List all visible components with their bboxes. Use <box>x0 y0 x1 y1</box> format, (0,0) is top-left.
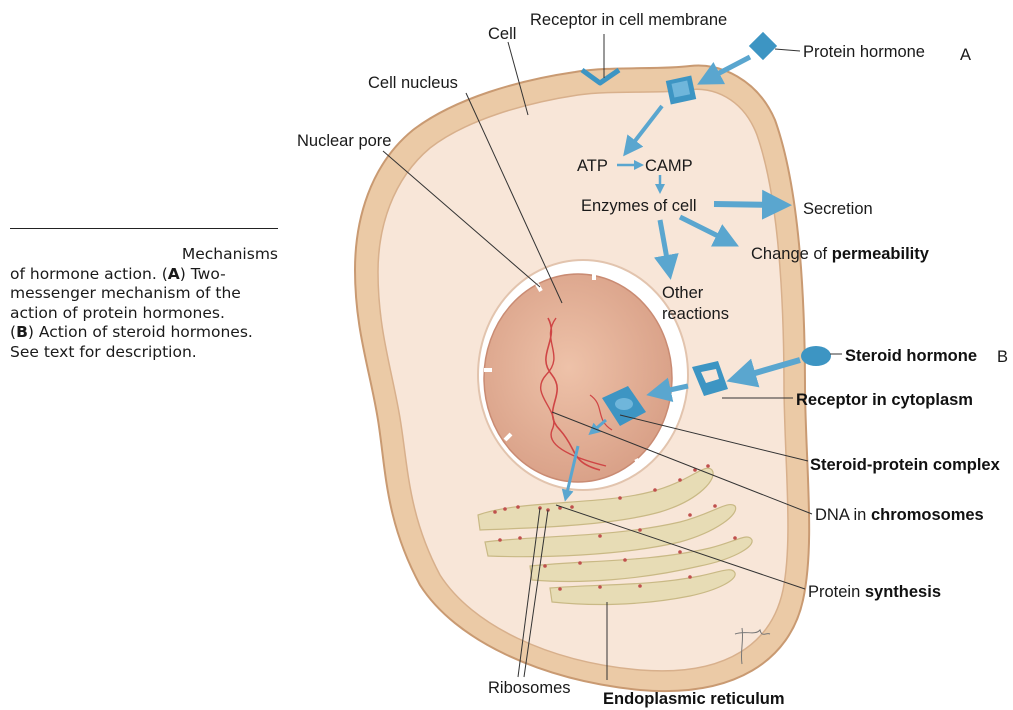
label-receptor-membrane: Receptor in cell membrane <box>530 11 727 29</box>
label-permeability: permeability <box>832 245 930 263</box>
label-steroid-hormone: Steroid hormone <box>845 347 977 365</box>
label-change-of: Change of <box>751 245 832 263</box>
label-reactions: reactions <box>662 305 729 323</box>
steroid-hormone-icon <box>801 346 831 366</box>
label-steroid-protein-complex: Steroid-protein complex <box>810 456 1001 474</box>
label-cell-nucleus: Cell nucleus <box>368 74 458 92</box>
label-synthesis: synthesis <box>865 583 941 601</box>
label-endoplasmic-reticulum: Endoplasmic reticulum <box>603 690 785 708</box>
label-protein: Protein <box>808 583 865 601</box>
label-ribosomes: Ribosomes <box>488 679 571 697</box>
leader-protein-hormone <box>775 49 800 51</box>
label-protein-synthesis: Protein synthesis <box>808 583 941 601</box>
label-secretion: Secretion <box>803 200 873 218</box>
label-other: Other <box>662 284 704 302</box>
label-protein-hormone: Protein hormone <box>803 43 925 61</box>
label-marker-b: B <box>997 348 1008 366</box>
protein-hormone-icon <box>749 32 777 60</box>
label-change-of-permeability: Change of permeability <box>751 245 930 263</box>
label-marker-a: A <box>960 46 971 64</box>
label-chromosomes: chromosomes <box>871 506 984 524</box>
label-camp: CAMP <box>645 157 693 175</box>
label-nuclear-pore: Nuclear pore <box>297 132 391 150</box>
label-dna-in-chromosomes: DNA in chromosomes <box>815 506 984 524</box>
label-enzymes: Enzymes of cell <box>581 197 697 215</box>
arrow-enzymes-to-secretion <box>714 204 780 205</box>
label-cell: Cell <box>488 25 516 43</box>
label-receptor-cytoplasm: Receptor in cytoplasm <box>796 391 973 409</box>
label-dna-in: DNA in <box>815 506 871 524</box>
label-atp: ATP <box>577 157 608 175</box>
